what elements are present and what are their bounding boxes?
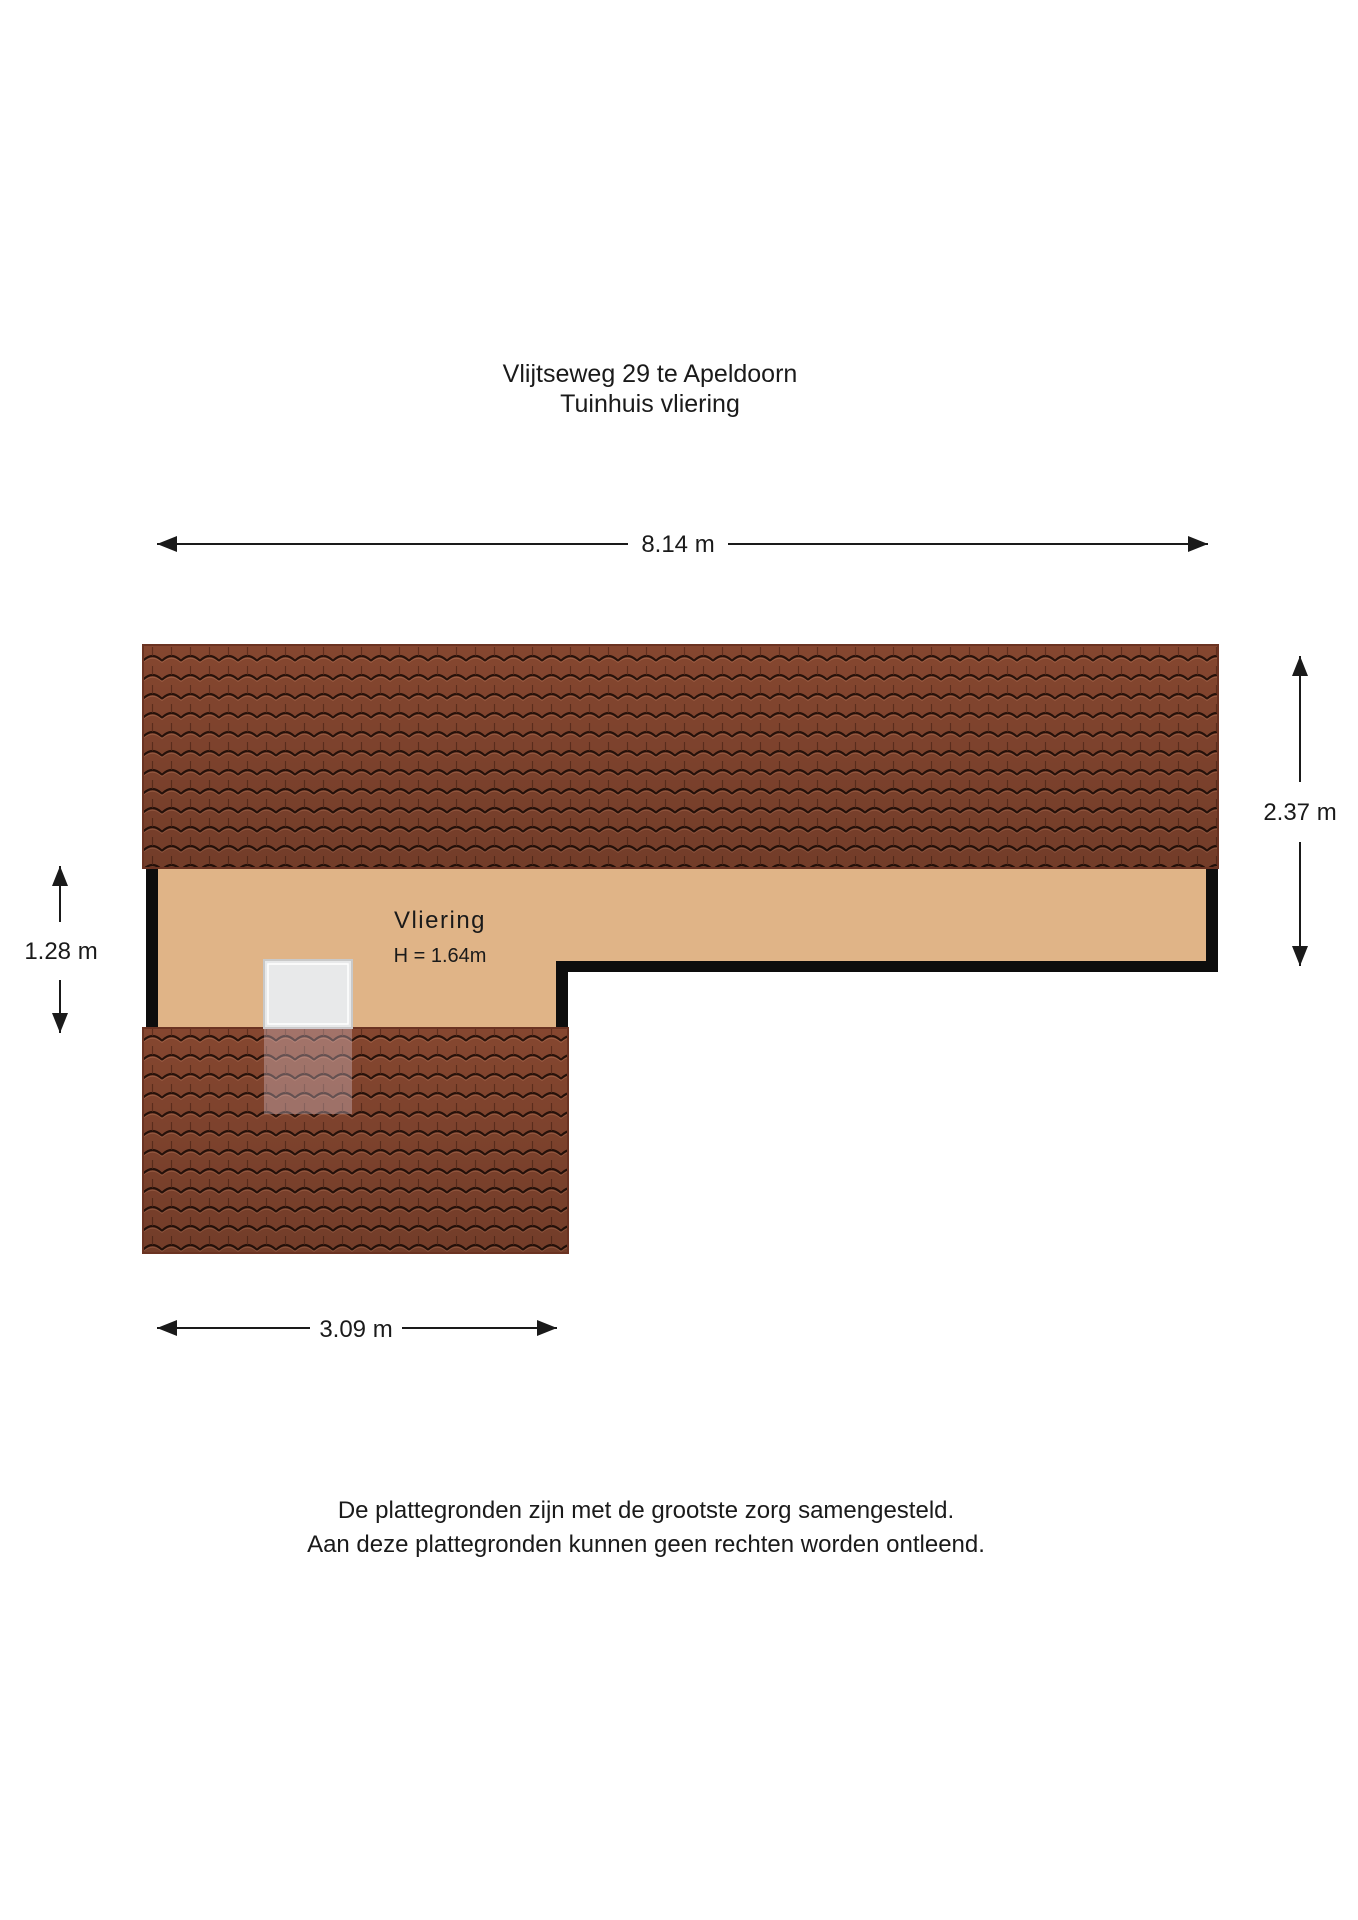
dimension-right-height: 2.37 m [1263, 656, 1337, 966]
wall-right [1206, 868, 1218, 972]
plan-floor-name: Tuinhuis vliering [560, 390, 740, 418]
roof-top [142, 644, 1219, 869]
dimension-right-height-label: 2.37 m [1263, 799, 1336, 826]
room-height: H = 1.64m [394, 945, 487, 967]
dimension-bottom-width-label: 3.09 m [319, 1316, 392, 1343]
wall-step-vertical [556, 961, 568, 1028]
plan-address: Vlijtseweg 29 te Apeldoorn [502, 360, 798, 388]
disclaimer-line-1: De plattegronden zijn met de grootste zo… [337, 1497, 955, 1524]
dimension-total-width-label: 8.14 m [641, 531, 714, 558]
wall-step-bottom [556, 961, 1218, 972]
roof-hatch [263, 959, 353, 1114]
dimension-total-width: 8.14 m [157, 531, 1208, 558]
attic-floor [146, 868, 1206, 1028]
dimension-bottom-width: 3.09 m [157, 1316, 557, 1343]
disclaimer-line-2: Aan deze plattegronden kunnen geen recht… [307, 1531, 985, 1558]
roof-bottom [142, 1027, 569, 1254]
room-name: Vliering [394, 907, 486, 934]
dimension-left-height: 1.28 m [24, 866, 98, 1033]
wall-left [146, 868, 158, 1028]
dimension-left-height-label: 1.28 m [24, 938, 97, 965]
